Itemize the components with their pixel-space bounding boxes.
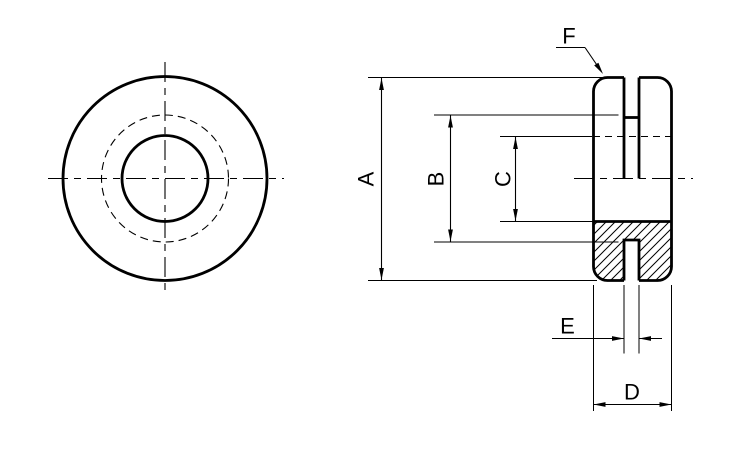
dim-c-arrow-up bbox=[513, 137, 518, 149]
dim-b-arrow-up bbox=[448, 115, 453, 128]
dim-d-label: D bbox=[624, 380, 640, 405]
dimension-a: A bbox=[354, 77, 604, 281]
dimension-c: C bbox=[491, 136, 593, 222]
front-view bbox=[48, 62, 284, 296]
dim-a-label: A bbox=[354, 171, 379, 186]
dimension-b: B bbox=[424, 114, 619, 243]
dim-a-arrow-down bbox=[379, 268, 384, 280]
groove-diameter-circle-hidden bbox=[100, 114, 230, 243]
dim-a-arrow-up bbox=[379, 78, 384, 90]
dim-f-label: F bbox=[562, 24, 575, 49]
body-outline bbox=[592, 76, 673, 282]
section-hatch-area bbox=[593, 221, 672, 281]
dim-e-arrow-left-pointing bbox=[639, 336, 651, 341]
outer-diameter-circle bbox=[61, 75, 269, 282]
dim-f-arrowhead bbox=[594, 62, 603, 74]
dimension-f: F bbox=[556, 24, 603, 74]
lower-groove-notch bbox=[622, 238, 641, 281]
side-section-view bbox=[574, 76, 693, 282]
dim-b-arrow-down bbox=[448, 229, 453, 242]
dim-d-arrow-left bbox=[593, 402, 606, 407]
dim-c-label: C bbox=[491, 171, 516, 187]
dim-e-label: E bbox=[560, 314, 575, 339]
dimension-e: E bbox=[552, 285, 662, 354]
dim-c-arrow-down bbox=[513, 209, 518, 221]
dim-b-label: B bbox=[424, 172, 449, 187]
hole-diameter-circle bbox=[120, 134, 210, 223]
dimension-d: D bbox=[593, 285, 672, 411]
dim-d-arrow-right bbox=[659, 402, 672, 407]
dim-e-arrow-right-pointing bbox=[612, 336, 624, 341]
